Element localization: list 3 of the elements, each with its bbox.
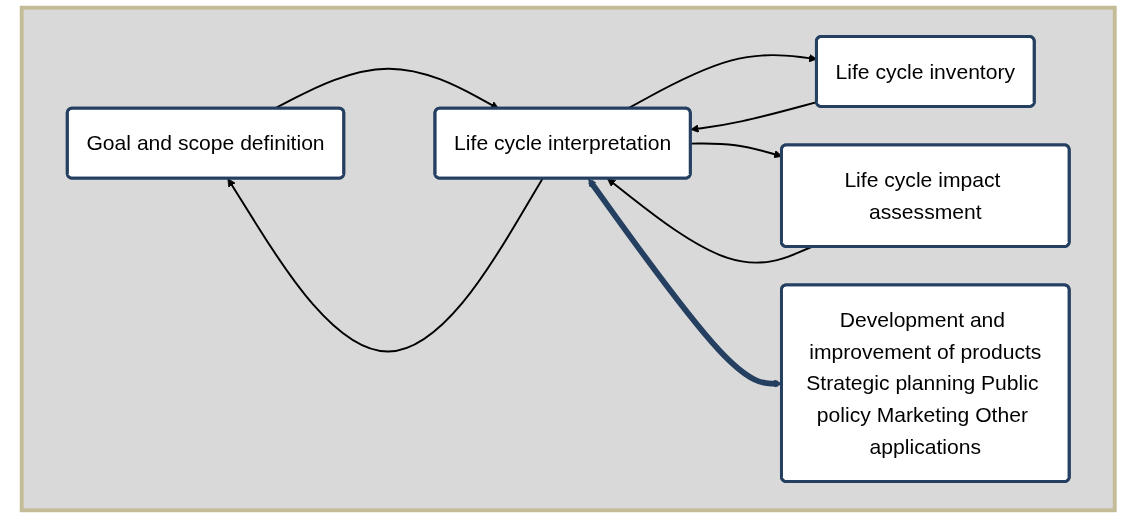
arrow xyxy=(606,178,813,264)
cluster xyxy=(19,5,1117,513)
arrow xyxy=(690,101,818,133)
